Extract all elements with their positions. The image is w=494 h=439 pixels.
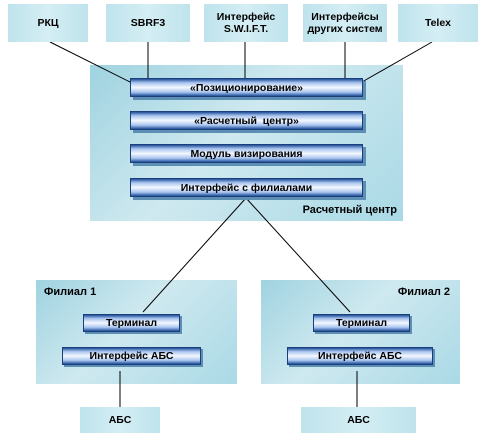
branch-1-terminal-label: Терминал: [105, 317, 158, 329]
branch-2-label: Филиал 2: [397, 286, 450, 298]
settlement-center-label: Расчетный центр: [302, 204, 397, 216]
branch-1-panel: Филиал 1: [36, 280, 237, 384]
system-rkc-label: РКЦ: [37, 17, 59, 29]
system-other: Интерфейсы других систем: [303, 4, 387, 42]
branch-1-abs: АБС: [80, 407, 160, 433]
module-branch-interface: Интерфейс с филиалами: [130, 178, 363, 197]
module-settlement-center-label: «Расчетный центр»: [194, 114, 299, 127]
branch-1-terminal: Терминал: [83, 314, 180, 332]
module-settlement-center: «Расчетный центр»: [130, 111, 363, 130]
module-approval: Модуль визирования: [130, 144, 363, 163]
system-rkc: РКЦ: [8, 4, 88, 42]
branch-2-abs-interface-label: Интерфейс АБС: [318, 350, 402, 362]
system-swift-label: Интерфейс S.W.I.F.T.: [216, 11, 276, 35]
module-positioning: «Позиционирование»: [130, 78, 363, 97]
system-telex: Telex: [398, 4, 478, 42]
branch-1-abs-label: АБС: [108, 414, 132, 426]
branch-2-terminal-label: Терминал: [335, 317, 388, 329]
system-telex-label: Telex: [424, 17, 452, 29]
system-swift: Интерфейс S.W.I.F.T.: [204, 4, 288, 42]
branch-1-label: Филиал 1: [44, 286, 97, 298]
module-branch-interface-label: Интерфейс с филиалами: [180, 181, 313, 194]
system-sbrf3: SBRF3: [106, 4, 190, 42]
branch-1-abs-interface: Интерфейс АБС: [62, 347, 201, 365]
branch-2-abs: АБС: [301, 407, 416, 433]
branch-2-abs-label: АБС: [347, 414, 370, 426]
branch-1-abs-interface-label: Интерфейс АБС: [89, 350, 174, 362]
system-other-label: Интерфейсы других систем: [307, 11, 383, 35]
branch-2-abs-interface: Интерфейс АБС: [287, 347, 433, 365]
branch-2-terminal: Терминал: [313, 314, 410, 332]
branch-2-panel: Филиал 2: [261, 280, 460, 384]
module-positioning-label: «Позиционирование»: [190, 81, 303, 94]
system-sbrf3-label: SBRF3: [130, 17, 166, 29]
module-approval-label: Модуль визирования: [190, 147, 303, 160]
